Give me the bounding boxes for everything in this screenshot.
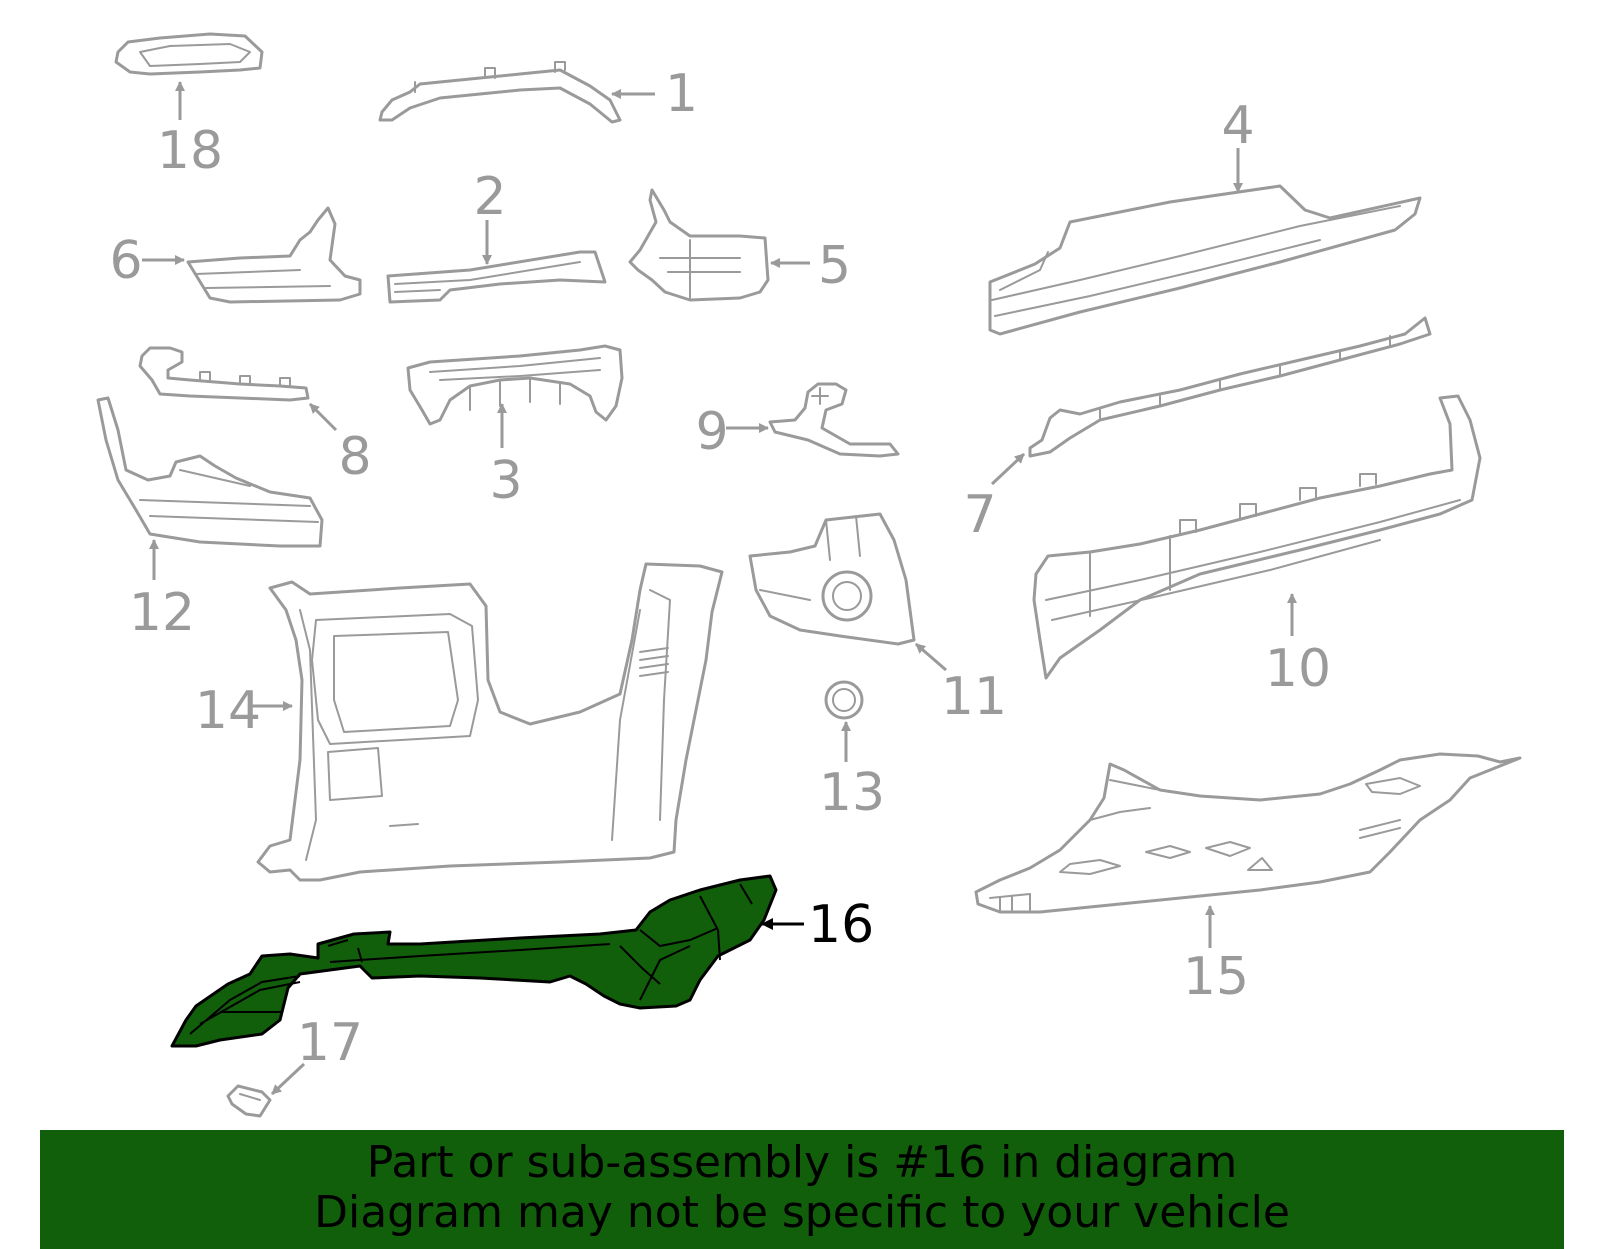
part-4-upper-panel: 4 <box>988 96 1422 336</box>
callout-9: 9 <box>695 402 728 462</box>
part-10-lower-panel: 10 <box>1032 394 1482 699</box>
callout-8: 8 <box>338 427 371 487</box>
part-7-rail: 7 <box>963 316 1432 545</box>
callout-15: 15 <box>1183 947 1249 1007</box>
callout-3: 3 <box>489 451 522 511</box>
callout-14: 14 <box>195 681 261 741</box>
callout-5: 5 <box>818 236 851 296</box>
callout-12: 12 <box>129 583 195 643</box>
part-5-corner-piece: 5 <box>628 188 851 302</box>
callout-4: 4 <box>1221 96 1254 156</box>
part-9-small-bracket: 9 <box>695 382 900 462</box>
part-11-side-panel: 11 <box>748 512 1007 727</box>
callout-17: 17 <box>297 1013 363 1073</box>
callout-11: 11 <box>941 667 1007 727</box>
part-13-plug: 13 <box>819 680 885 823</box>
part-18-vent: 18 <box>114 32 264 181</box>
info-banner: Part or sub-assembly is #16 in diagram D… <box>40 1130 1564 1249</box>
callout-7: 7 <box>963 485 996 545</box>
callout-2: 2 <box>473 167 506 227</box>
part-16-highlighted: 16 <box>170 874 874 1048</box>
callout-18: 18 <box>157 121 223 181</box>
banner-line-1: Part or sub-assembly is #16 in diagram <box>366 1137 1238 1188</box>
callout-1: 1 <box>665 64 698 124</box>
part-6-end-trim: 6 <box>109 206 362 304</box>
part-8-bracket: 8 <box>138 346 372 487</box>
part-14-center-panel: 14 <box>195 562 724 882</box>
part-12-lower-trim: 12 <box>96 396 324 643</box>
callout-16: 16 <box>808 895 874 955</box>
banner-line-2: Diagram may not be specific to your vehi… <box>314 1187 1290 1238</box>
callout-10: 10 <box>1265 639 1331 699</box>
part-1-bracket: 1 <box>378 61 698 124</box>
callout-6: 6 <box>109 231 142 291</box>
part-3-cluster-bezel: 3 <box>406 344 624 511</box>
part-17-clip: 17 <box>226 1013 363 1118</box>
callout-13: 13 <box>819 763 885 823</box>
part-15-under-panel: 15 <box>974 752 1522 1007</box>
part-2-trim-strip: 2 <box>386 167 607 304</box>
